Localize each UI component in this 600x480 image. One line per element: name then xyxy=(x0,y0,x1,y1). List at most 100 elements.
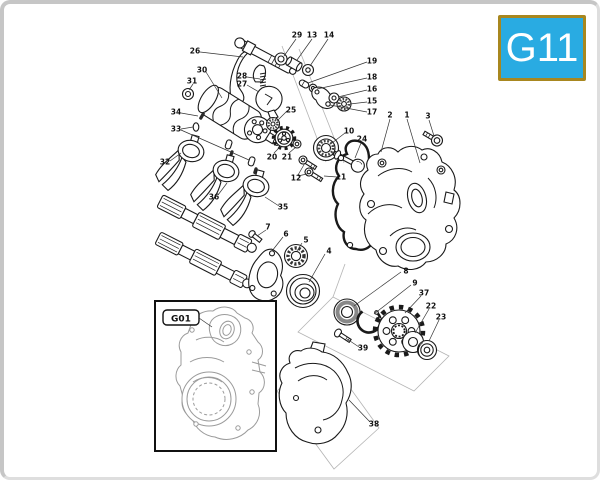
callout-number-39: 39 xyxy=(358,344,368,353)
callout-number-37: 37 xyxy=(419,289,429,298)
part-12-bolts xyxy=(298,155,324,183)
part-7-bolt xyxy=(248,230,263,244)
part-6-retainer-plate xyxy=(248,248,284,302)
callout-leader-6 xyxy=(271,236,284,252)
callout-leader-3 xyxy=(428,119,435,137)
part-34-pin xyxy=(199,112,205,120)
callout-leader-23 xyxy=(428,319,440,342)
inset-g01[interactable]: G01 xyxy=(154,300,277,452)
callout-leader-17 xyxy=(329,104,368,113)
callout-number-11: 11 xyxy=(336,173,346,182)
part-27-pawl-plate xyxy=(255,85,283,121)
callout-number-35: 35 xyxy=(278,203,288,212)
callout-number-21: 21 xyxy=(282,153,292,162)
callout-number-25: 25 xyxy=(286,106,296,115)
callout-leader-35 xyxy=(264,196,280,207)
inset-label-leader xyxy=(198,317,213,328)
part-15-bearing xyxy=(336,96,352,112)
callout-number-17: 17 xyxy=(367,108,377,117)
part-10-bearing xyxy=(312,134,340,162)
callout-leader-39 xyxy=(346,338,360,348)
callout-number-8: 8 xyxy=(403,267,408,276)
callout-leader-19 xyxy=(307,61,368,84)
part-13-roller xyxy=(285,56,303,72)
callout-number-36: 36 xyxy=(209,193,219,202)
callout-number-13: 13 xyxy=(307,31,317,40)
callout-leader-33 xyxy=(180,129,250,161)
callout-number-6: 6 xyxy=(283,230,288,239)
callout-leader-31 xyxy=(188,83,194,91)
callout-leader-8 xyxy=(353,271,402,307)
part-31-ring xyxy=(181,87,195,101)
callout-leader-10 xyxy=(331,132,346,144)
callout-number-22: 22 xyxy=(426,302,436,311)
callout-leader-33 xyxy=(180,126,194,130)
callout-number-10: 10 xyxy=(344,127,354,136)
part-16-washer xyxy=(328,92,340,104)
callout-leader-2 xyxy=(380,118,391,153)
callout-leader-25 xyxy=(276,110,288,122)
part-39-bolt xyxy=(333,328,352,344)
callout-number-20: 20 xyxy=(267,153,277,162)
callout-leader-7 xyxy=(256,229,267,237)
callout-number-1: 1 xyxy=(404,111,409,120)
callout-number-38: 38 xyxy=(369,420,379,429)
callout-leader-16 xyxy=(337,89,368,98)
part-20-index-star xyxy=(271,125,297,151)
callout-number-27: 27 xyxy=(237,80,247,89)
part-19-pin xyxy=(298,79,310,89)
callout-leader-32 xyxy=(169,152,182,162)
part-3-bolt xyxy=(422,130,444,147)
part-14-washer xyxy=(301,63,315,77)
callout-leader-28 xyxy=(246,76,261,80)
callout-number-9: 9 xyxy=(412,279,417,288)
callout-leader-29 xyxy=(283,38,297,57)
part-28-spring xyxy=(259,72,267,87)
callout-leader-11 xyxy=(323,175,338,178)
callout-number-5: 5 xyxy=(303,236,308,245)
callout-number-29: 29 xyxy=(292,31,302,40)
callout-leader-30 xyxy=(205,71,223,99)
part-4-bearing xyxy=(285,273,321,309)
callout-leader-12 xyxy=(297,172,312,177)
callout-number-23: 23 xyxy=(436,313,446,322)
callout-number-32: 32 xyxy=(160,158,170,167)
part-23-nut xyxy=(416,339,438,361)
callout-leader-12 xyxy=(297,162,306,176)
callout-number-18: 18 xyxy=(367,73,377,82)
callout-leader-27 xyxy=(246,84,260,93)
callout-number-2: 2 xyxy=(387,111,392,120)
callout-leader-5 xyxy=(296,242,303,252)
callout-number-34: 34 xyxy=(171,108,181,117)
callout-leader-20 xyxy=(273,145,282,154)
part-8-oil-seal xyxy=(333,298,361,326)
callout-number-30: 30 xyxy=(197,66,207,75)
part-21-ring xyxy=(292,139,302,149)
inset-code-box xyxy=(162,309,200,326)
callout-leader-1 xyxy=(406,118,421,164)
callout-leader-21 xyxy=(288,146,297,154)
callout-number-3: 3 xyxy=(425,112,430,121)
callout-number-4: 4 xyxy=(326,247,331,256)
diagram-code-badge: G11 xyxy=(498,15,586,81)
callout-leader-38 xyxy=(348,399,371,423)
inset-code-label: G01 xyxy=(171,315,191,325)
callout-leader-13 xyxy=(296,38,313,61)
callout-leader-14 xyxy=(309,38,329,67)
callout-number-16: 16 xyxy=(367,85,377,94)
callout-number-31: 31 xyxy=(187,77,197,86)
part-24-rod xyxy=(332,150,365,173)
part-30-shift-drum xyxy=(197,84,282,146)
callout-leader-15 xyxy=(349,101,368,105)
part-25-bearing xyxy=(265,116,281,132)
part-17-lever xyxy=(311,86,336,110)
callout-leader-18 xyxy=(316,77,368,90)
callout-number-12: 12 xyxy=(291,174,301,183)
callout-number-28: 28 xyxy=(237,72,247,81)
callout-number-26: 26 xyxy=(190,47,200,56)
callout-number-33: 33 xyxy=(171,125,181,134)
callout-leader-26 xyxy=(199,51,244,58)
callout-number-24: 24 xyxy=(357,135,367,144)
